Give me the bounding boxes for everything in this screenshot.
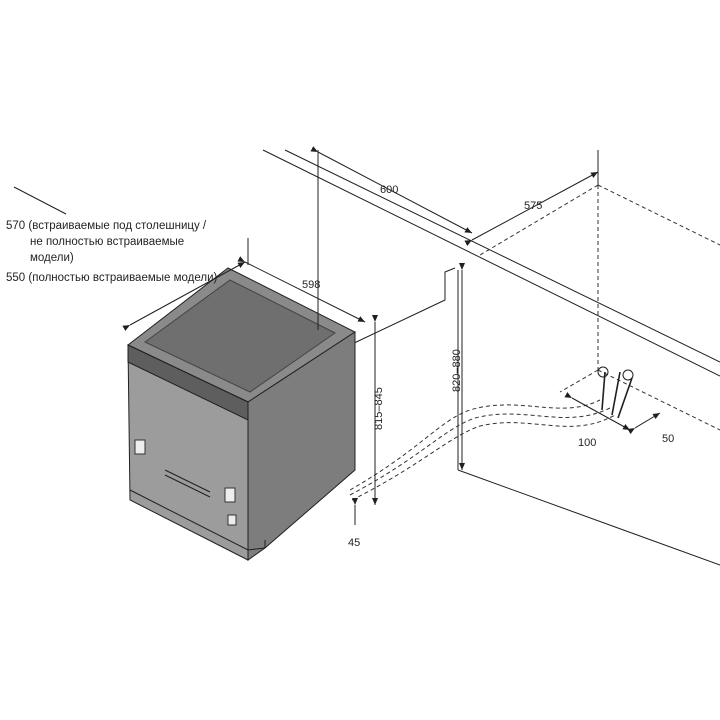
hoses [349, 366, 634, 501]
depth-note-570-line2: не полностью встраиваемые [30, 236, 185, 248]
dim-820-880: 820–880 [451, 349, 463, 392]
depth-note-570-line1: 570 (встраиваемые под столешницу / [6, 220, 207, 232]
dim-575: 575 [524, 200, 542, 212]
niche-outline [349, 184, 720, 431]
depth-note-570-line3: модели) [30, 252, 74, 264]
dim-50: 50 [662, 433, 674, 445]
dim-600: 600 [380, 184, 398, 196]
dim-815-845: 815–845 [373, 387, 385, 430]
depth-note-570: 570 (встраиваемые под столешницу / не по… [6, 218, 206, 266]
dim-598: 598 [302, 279, 320, 291]
dim-100: 100 [578, 437, 596, 449]
dimension-lines [122, 146, 661, 525]
dim-45: 45 [348, 537, 360, 549]
dishwasher-unit [127, 267, 356, 561]
depth-leader-line [13, 186, 67, 215]
depth-note-550: 550 (полностью встраиваемые модели) [6, 272, 218, 284]
